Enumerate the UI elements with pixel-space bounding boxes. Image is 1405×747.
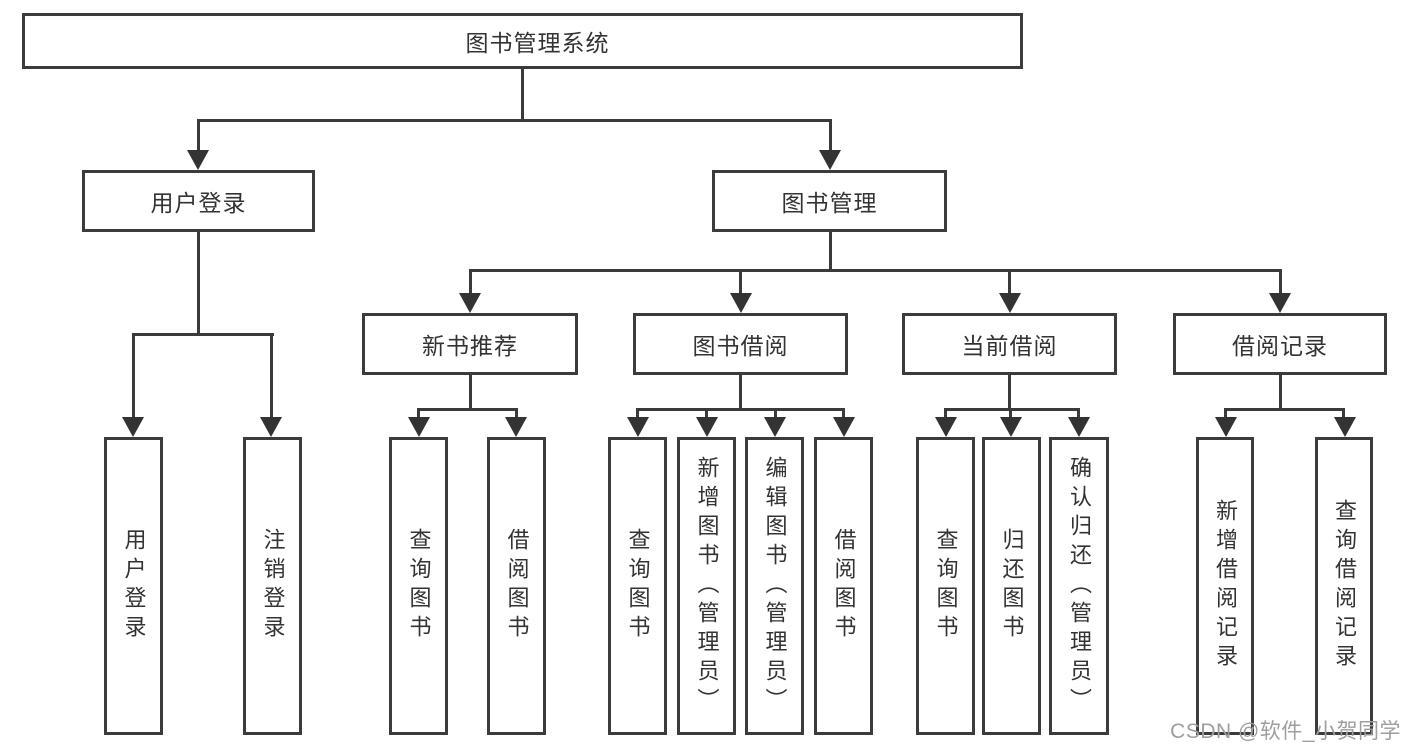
node-label: 用户登录 xyxy=(150,190,247,216)
connector-line xyxy=(1342,408,1345,419)
connector-line xyxy=(944,408,1080,411)
connector-line xyxy=(417,408,420,419)
leaf-add-borrow-record: 新增借阅记录 xyxy=(1196,437,1254,735)
node-user-login-module: 用户登录 xyxy=(82,170,315,232)
node-borrowing-records: 借阅记录 xyxy=(1173,313,1387,375)
arrow-down-icon xyxy=(187,150,209,170)
connector-line xyxy=(515,408,518,419)
node-label: 图书借阅 xyxy=(692,333,789,359)
node-label: 借阅图书 xyxy=(504,528,530,644)
connector-line xyxy=(197,119,832,122)
connector-line xyxy=(417,408,518,411)
arrow-down-icon xyxy=(1000,417,1022,437)
csdn-watermark: CSDN @软件_小贺同学 xyxy=(1170,720,1401,743)
connector-line xyxy=(829,232,832,272)
node-label: 图书管理系统 xyxy=(465,30,610,56)
node-label: 注销登录 xyxy=(260,528,286,644)
node-label: 归还图书 xyxy=(999,528,1025,644)
connector-line xyxy=(1279,269,1282,295)
connector-line xyxy=(1279,375,1282,411)
leaf-edit-book-admin: 编辑图书（管理员） xyxy=(745,437,804,735)
node-label: 图书管理 xyxy=(781,190,878,216)
leaf-borrow-books: 借阅图书 xyxy=(814,437,873,735)
leaf-query-books-recommend: 查询图书 xyxy=(389,437,448,735)
node-label: 新书推荐 xyxy=(422,333,518,359)
leaf-borrow-books-recommend: 借阅图书 xyxy=(487,437,546,735)
arrow-down-icon xyxy=(1269,293,1291,313)
connector-line xyxy=(1008,375,1011,411)
connector-line xyxy=(1008,269,1011,295)
leaf-confirm-return-admin: 确认归还（管理员） xyxy=(1049,437,1109,735)
connector-line xyxy=(1077,408,1080,419)
node-label: 新增借阅记录 xyxy=(1213,499,1238,673)
connector-line xyxy=(636,408,845,411)
connector-line xyxy=(132,333,274,336)
connector-line xyxy=(469,269,1282,272)
leaf-logout: 注销登录 xyxy=(243,437,302,735)
node-label: 查询借阅记录 xyxy=(1332,499,1357,673)
arrow-down-icon xyxy=(833,417,855,437)
leaf-user-login: 用户登录 xyxy=(104,437,163,735)
node-label: 查询图书 xyxy=(625,528,651,644)
connector-line xyxy=(705,408,708,419)
connector-line xyxy=(132,333,135,419)
connector-line xyxy=(1224,408,1227,419)
arrow-down-icon xyxy=(935,417,957,437)
arrow-down-icon xyxy=(260,417,282,437)
leaf-return-book: 归还图书 xyxy=(982,437,1041,735)
node-label: 编辑图书（管理员） xyxy=(762,455,788,717)
node-label: 确认归还（管理员） xyxy=(1067,455,1092,717)
leaf-query-books-current: 查询图书 xyxy=(916,437,975,735)
node-label: 用户登录 xyxy=(121,528,147,644)
connector-line xyxy=(739,269,742,295)
node-label: 借阅记录 xyxy=(1232,333,1328,359)
leaf-add-book-admin: 新增图书（管理员） xyxy=(677,437,736,735)
arrow-down-icon xyxy=(730,293,752,313)
node-new-book-recommend: 新书推荐 xyxy=(362,313,578,375)
node-label: 当前借阅 xyxy=(961,333,1058,359)
arrow-down-icon xyxy=(505,417,527,437)
connector-line xyxy=(1224,408,1345,411)
connector-line xyxy=(944,408,947,419)
arrow-down-icon xyxy=(1334,417,1356,437)
connector-line xyxy=(636,408,639,419)
connector-line xyxy=(469,269,472,295)
arrow-down-icon xyxy=(459,293,481,313)
node-book-management-module: 图书管理 xyxy=(712,170,947,232)
connector-line xyxy=(1009,408,1012,419)
node-label: 查询图书 xyxy=(406,528,432,644)
node-label: 借阅图书 xyxy=(831,528,857,644)
arrow-down-icon xyxy=(819,150,841,170)
arrow-down-icon xyxy=(764,417,786,437)
node-label: 查询图书 xyxy=(933,528,959,644)
connector-line xyxy=(739,375,742,411)
connector-line xyxy=(197,232,200,336)
connector-line xyxy=(197,119,200,155)
node-label: 新增图书（管理员） xyxy=(694,455,720,717)
arrow-down-icon xyxy=(408,417,430,437)
node-root-system: 图书管理系统 xyxy=(22,13,1023,69)
connector-line xyxy=(270,333,273,419)
leaf-query-borrow-record: 查询借阅记录 xyxy=(1315,437,1373,735)
connector-line xyxy=(829,119,832,155)
node-book-borrowing: 图书借阅 xyxy=(633,313,848,375)
connector-line xyxy=(842,408,845,419)
arrow-down-icon xyxy=(696,417,718,437)
arrow-down-icon xyxy=(999,293,1021,313)
arrow-down-icon xyxy=(1215,417,1237,437)
node-current-borrowing: 当前借阅 xyxy=(902,313,1117,375)
arrow-down-icon xyxy=(1068,417,1090,437)
leaf-query-books-borrowing: 查询图书 xyxy=(608,437,667,735)
arrow-down-icon xyxy=(627,417,649,437)
arrow-down-icon xyxy=(122,417,144,437)
connector-line xyxy=(521,69,524,121)
connector-line xyxy=(774,408,777,419)
connector-line xyxy=(469,375,472,411)
